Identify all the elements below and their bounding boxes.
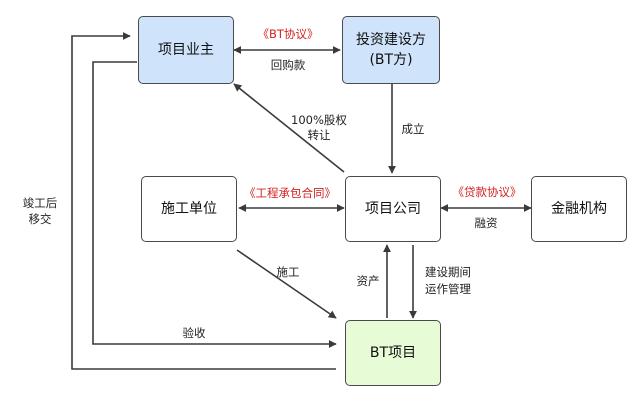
label-equity-line1: 100%股权	[291, 113, 347, 127]
edge-handover	[71, 32, 336, 370]
node-contractor-label: 施工单位	[161, 201, 217, 217]
node-investor: 投资建设方 (BT方)	[342, 16, 440, 84]
label-financing: 融资	[474, 216, 498, 230]
node-bt-project: BT项目	[345, 320, 441, 386]
label-construction-contract: 《工程承包合同》	[244, 186, 336, 200]
label-assets: 资产	[356, 274, 380, 288]
label-operation-line1: 建设期间	[425, 265, 471, 279]
node-investor-label: 投资建设方	[356, 32, 426, 48]
label-buyback: 回购款	[270, 58, 306, 72]
node-contractor: 施工单位	[141, 176, 237, 242]
label-equity-line2: 转让	[307, 128, 331, 142]
label-bt-agreement: 《BT协议》	[257, 27, 319, 41]
label-construct: 施工	[276, 265, 300, 279]
edge-construct	[236, 249, 337, 319]
node-financial-institution: 金融机构	[531, 176, 627, 242]
label-handover-line1: 竣工后	[22, 196, 58, 210]
node-project-owner: 项目业主	[138, 16, 234, 84]
node-project-company: 项目公司	[345, 176, 441, 242]
edge-equity-transfer	[233, 83, 345, 173]
label-acceptance: 验收	[182, 326, 206, 340]
label-loan-agreement: 《贷款协议》	[452, 185, 522, 199]
label-operation-line2: 运作管理	[425, 282, 471, 296]
label-handover-line2: 移交	[28, 212, 52, 226]
node-bt-project-label: BT项目	[369, 345, 417, 361]
node-project-owner-label: 项目业主	[158, 42, 214, 58]
edge-acceptance	[92, 61, 337, 348]
label-establish: 成立	[401, 122, 425, 136]
node-investor-sublabel: (BT方)	[369, 52, 413, 68]
node-financial-institution-label: 金融机构	[551, 201, 607, 217]
node-project-company-label: 项目公司	[365, 201, 421, 217]
